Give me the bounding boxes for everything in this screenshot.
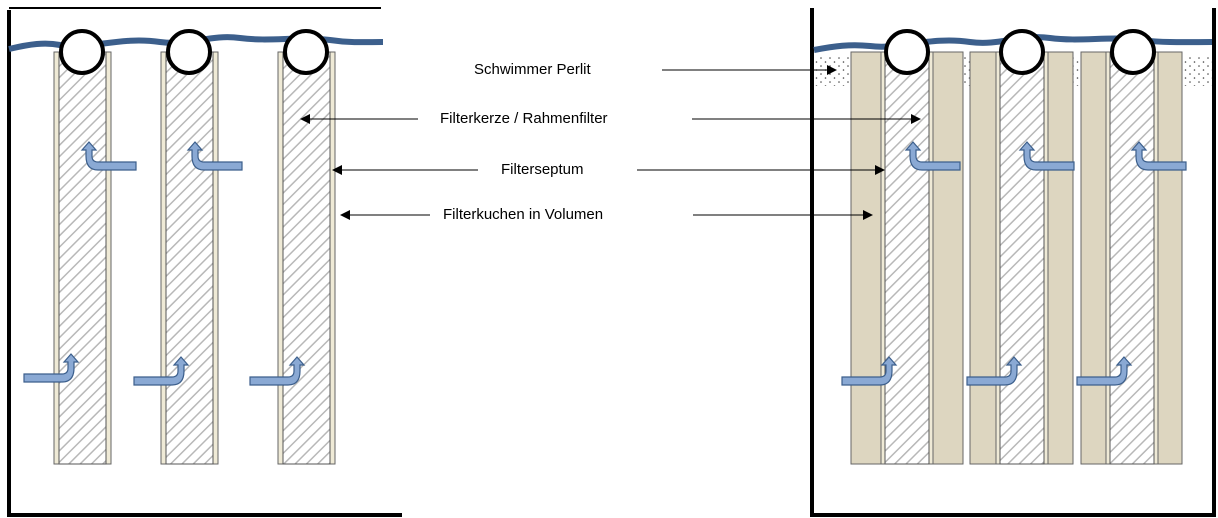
perlite-float-layer	[964, 56, 970, 86]
circle-float-icon	[884, 29, 930, 75]
label-filterkerze-rahmenfilter: Filterkerze / Rahmenfilter	[440, 110, 608, 127]
label-schwimmer-perlit: Schwimmer Perlit	[474, 61, 591, 78]
right-filter-candle-2	[969, 51, 1074, 465]
label-filterkuchen-in-volumen: Filterkuchen in Volumen	[443, 206, 604, 223]
circle-float-icon	[59, 29, 105, 75]
right-tank-wall	[810, 8, 1216, 517]
bent-flow-arrow-icon	[249, 356, 305, 386]
perlite-float-layer	[814, 56, 850, 86]
label-filterseptum: Filterseptum	[501, 161, 584, 178]
left-filter-candle-3	[277, 51, 336, 465]
left-filter-candle-1	[53, 51, 112, 465]
right-filter-candle-1	[850, 51, 964, 465]
right-tank	[810, 8, 1216, 517]
perlite-float-layer	[1182, 56, 1212, 86]
circle-float-icon	[283, 29, 329, 75]
leader-lines	[300, 65, 921, 220]
left-tank	[7, 7, 402, 517]
bent-flow-arrow-icon	[23, 353, 79, 383]
circle-float-icon	[999, 29, 1045, 75]
circle-float-icon	[1110, 29, 1156, 75]
right-filter-candle-3	[1080, 51, 1183, 465]
left-filter-candle-2	[160, 51, 219, 465]
perlite-float-layer	[1073, 56, 1081, 86]
circle-float-icon	[166, 29, 212, 75]
left-tank-wall	[7, 10, 402, 517]
